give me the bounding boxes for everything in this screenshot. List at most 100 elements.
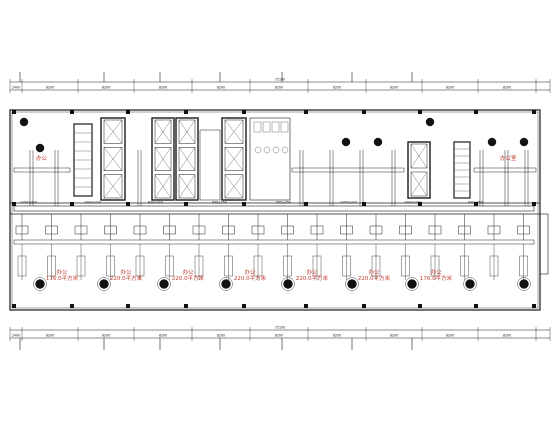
column-icon xyxy=(304,202,308,206)
air-diffuser-ring xyxy=(33,277,47,291)
elevator-cross xyxy=(224,174,244,199)
bottom-dim-label: 8200 xyxy=(390,334,398,338)
elevator-icon xyxy=(154,147,172,171)
column-icon xyxy=(362,202,366,206)
room-label-upper-left: 办公 xyxy=(36,154,48,162)
right-wing xyxy=(539,213,549,275)
fixture xyxy=(262,121,271,133)
column-icon xyxy=(418,110,422,114)
column-icon xyxy=(474,110,478,114)
fixture xyxy=(280,121,289,133)
elevator-cross xyxy=(410,171,428,197)
fan-coil-icon xyxy=(487,225,501,235)
top-dim-label: 8200 xyxy=(333,86,341,90)
supply-duct xyxy=(371,255,381,277)
fan-coil-icon xyxy=(192,225,206,235)
column-icon xyxy=(532,304,536,308)
room-name-label: 办公 xyxy=(306,268,318,276)
bottom-dim-label: 8200 xyxy=(503,334,511,338)
elevator-icon xyxy=(178,174,196,199)
air-diffuser-ring xyxy=(345,277,359,291)
fan-coil-icon xyxy=(399,225,412,235)
fan-coil-icon xyxy=(458,225,471,235)
elevator-icon xyxy=(410,171,428,197)
duct-size-label: 1000×320 xyxy=(404,201,421,205)
elevator-icon xyxy=(224,174,244,199)
air-diffuser-icon xyxy=(35,143,45,153)
fixture xyxy=(272,146,280,154)
elevator-icon xyxy=(178,119,196,144)
bottom-dim-label: 8200 xyxy=(46,334,54,338)
fan-coil-icon xyxy=(104,225,117,235)
fixture xyxy=(263,146,271,154)
main-duct xyxy=(13,205,535,212)
air-diffuser-ring xyxy=(281,277,295,291)
column-icon xyxy=(126,202,130,206)
bottom-dim-label: 8200 xyxy=(217,334,225,338)
fan-coil-icon xyxy=(428,225,442,235)
room-area-label: 220.0平方米 xyxy=(110,274,143,282)
shaft-block xyxy=(199,129,221,201)
fan-coil-icon xyxy=(222,225,235,235)
column-icon xyxy=(126,304,130,308)
column-icon xyxy=(362,304,366,308)
supply-duct xyxy=(194,255,204,277)
building-walls xyxy=(9,109,549,311)
air-diffuser-ring xyxy=(157,277,171,291)
air-diffuser-icon xyxy=(347,279,357,289)
fan-coil-icon xyxy=(251,225,265,235)
elevator-cross xyxy=(154,147,172,171)
fan-coil-icon xyxy=(45,225,58,235)
supply-duct xyxy=(106,255,115,277)
top-dim-label: 8200 xyxy=(446,86,454,90)
bottom-dim-label: 8200 xyxy=(275,334,283,338)
column-icon xyxy=(532,202,536,206)
fixture xyxy=(253,121,262,133)
air-diffuser-ring xyxy=(517,277,531,291)
air-diffuser-icon xyxy=(19,117,29,127)
air-diffuser-icon xyxy=(519,279,529,289)
column-icon xyxy=(242,304,246,308)
column-icon xyxy=(362,110,366,114)
top-dim-label-total: 72100 xyxy=(275,78,285,82)
column-icon xyxy=(184,304,188,308)
room-area-label: 220.0平方米 xyxy=(172,274,205,282)
air-diffuser-icon xyxy=(35,279,45,289)
top-dim-label: 8200 xyxy=(102,86,110,90)
top-dim-label: 8200 xyxy=(275,86,283,90)
air-diffuser-icon xyxy=(465,279,475,289)
room-area-label: 220.0平方米 xyxy=(296,274,329,282)
supply-duct xyxy=(430,255,440,277)
restroom-block xyxy=(249,117,291,201)
core-b xyxy=(151,117,175,201)
lower-duct xyxy=(13,239,535,245)
top-dim-label: 8200 xyxy=(159,86,167,90)
air-diffuser-icon xyxy=(425,117,435,127)
supply-duct xyxy=(224,255,233,277)
supply-duct xyxy=(342,255,351,277)
room-name-label: 办公 xyxy=(244,268,256,276)
diffusers xyxy=(19,117,531,291)
supply-duct xyxy=(17,255,27,277)
top-dim-label: 8200 xyxy=(503,86,511,90)
duct-size-label: 1000×320 xyxy=(84,201,101,205)
air-diffuser-icon xyxy=(519,137,529,147)
room-area-label: 220.0平方米 xyxy=(358,274,391,282)
service-cores xyxy=(73,117,471,201)
bottom-dim-label: 8200 xyxy=(102,334,110,338)
elevator-cross xyxy=(410,143,428,169)
elevator-cross xyxy=(103,119,123,144)
top-dim-label: 8200 xyxy=(46,86,54,90)
elevator-icon xyxy=(103,119,123,144)
fixture xyxy=(281,146,289,154)
elevator-cross xyxy=(178,119,196,144)
supply-duct xyxy=(401,255,410,277)
duct-size-label: 630×250 xyxy=(468,201,483,205)
stairwell-icon xyxy=(73,123,93,197)
elevator-cross xyxy=(224,147,244,171)
room-name-label: 办公 xyxy=(182,268,194,276)
room-area-label: 176.0平方米 xyxy=(420,274,453,282)
core-e xyxy=(407,141,431,199)
supply-duct xyxy=(489,255,499,277)
